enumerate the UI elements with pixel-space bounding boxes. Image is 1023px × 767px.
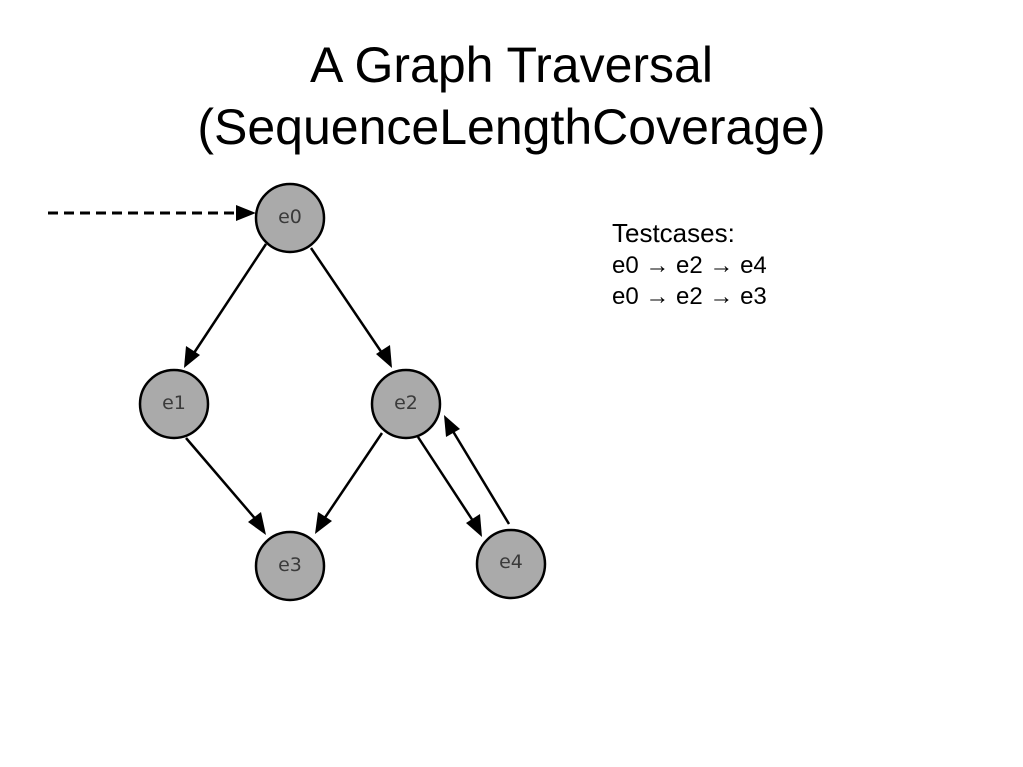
edge-e1-to-e3 [185,437,259,523]
node-e2-label: e2 [394,392,418,414]
edge-e0-to-e2-arrowhead [376,345,392,368]
edge-start-to-e0-arrowhead [236,205,256,221]
node-e4-label: e4 [499,551,523,573]
node-e2: e2 [370,368,442,440]
edge-e0-to-e2 [309,247,386,357]
node-e0-label: e0 [278,206,302,228]
node-e3-label: e3 [278,554,302,576]
testcases-heading: Testcases: [612,218,735,248]
edge-e2-to-e4-arrowhead [466,514,482,537]
edge-e0-to-e1-arrowhead [184,346,200,368]
edge-e2-to-e4 [416,436,477,525]
testcase-item: e0 → e2 → e4 [612,252,767,279]
node-e0: e0 [254,182,326,254]
node-e3: e3 [254,530,326,602]
slide-title-line-1: A Graph Traversal [310,37,713,93]
node-e1-label: e1 [162,392,186,414]
edge-e4-to-e2-arrowhead [444,415,460,437]
slide-title-line-2: (SequenceLengthCoverage) [197,99,826,155]
edge-e2-to-e3-arrowhead [315,512,332,534]
node-e1: e1 [138,368,210,440]
testcase-item: e0 → e2 → e3 [612,283,767,310]
edge-e1-to-e3-arrowhead [248,512,266,535]
edge-e4-to-e2 [449,427,511,525]
node-e4: e4 [475,528,547,600]
testcases-panel: Testcases: e0 → e2 → e4 e0 → e2 → e3 [612,216,767,312]
edge-e2-to-e3 [320,432,384,523]
slide-title: A Graph Traversal (SequenceLengthCoverag… [0,34,1023,158]
edge-e0-to-e1 [190,243,268,357]
